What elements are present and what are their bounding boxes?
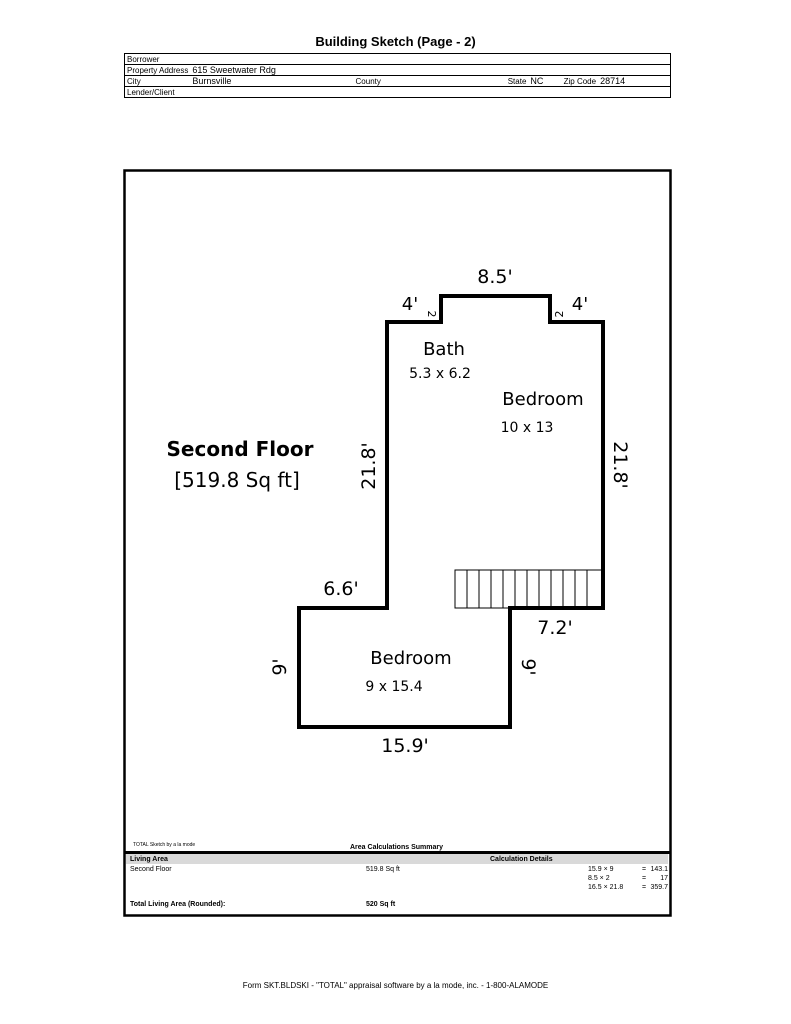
county-value — [501, 75, 506, 87]
city-value: Burnsville — [190, 75, 354, 87]
dim-right: 21.8' — [609, 441, 631, 489]
room-name: Bedroom — [502, 389, 583, 410]
room-size: 5.3 x 6.2 — [409, 366, 471, 382]
dim-left-lower: 9' — [269, 658, 291, 675]
calc-row: 16.5 × 21.8 =359.7 — [588, 884, 668, 891]
summary-header-band — [126, 854, 668, 864]
footer: Form SKT.BLDSKI - "TOTAL" appraisal soft… — [242, 981, 549, 990]
city-label: City — [124, 75, 191, 87]
dim-top: 8.5' — [477, 266, 512, 288]
zip-value: 28714 — [598, 75, 671, 87]
dim-top-left-small: 2 — [425, 311, 438, 318]
room-name: Bedroom — [370, 648, 451, 669]
row-name: Second Floor — [130, 866, 172, 873]
calc-row: 8.5 × 2 = 17 — [588, 875, 668, 882]
floor-area: [519.8 Sq ft] — [174, 468, 300, 492]
calc-equals: = — [642, 866, 647, 873]
sketch-credit: TOTAL Sketch by a la mode — [133, 842, 196, 848]
dim-right-lower: 9' — [517, 658, 539, 675]
calc-expr: 15.9 × 9 — [588, 866, 614, 873]
stairs — [454, 569, 604, 609]
col-calc-details: Calculation Details — [490, 856, 553, 863]
room-name: Bath — [423, 339, 465, 360]
calc-expr: 16.5 × 21.8 — [588, 884, 624, 891]
state-label: State — [505, 75, 529, 87]
calc-value: 17 — [660, 875, 668, 882]
calc-expr: 8.5 × 2 — [588, 875, 610, 882]
address-value: 615 Sweetwater Rdg — [190, 64, 671, 76]
sketch-frame — [123, 169, 672, 917]
room-size: 9 x 15.4 — [365, 679, 422, 695]
borrower-value — [190, 53, 671, 65]
dim-top-left: 4' — [402, 294, 418, 315]
total-value: 520 Sq ft — [366, 901, 396, 908]
dim-bottom: 15.9' — [381, 735, 429, 757]
floor-name: Second Floor — [167, 437, 314, 461]
calc-equals: = — [642, 875, 647, 882]
county-label: County — [353, 75, 502, 87]
calc-equals: = — [642, 884, 647, 891]
dim-left-step: 6.6' — [323, 578, 358, 600]
calc-row: 15.9 × 9 =143.1 — [588, 866, 668, 873]
state-value: NC — [528, 75, 562, 87]
calc-value: 143.1 — [650, 866, 668, 873]
summary-title: Area Calculations Summary — [350, 844, 443, 851]
col-living-area: Living Area — [130, 856, 168, 863]
row-area: 519.8 Sq ft — [366, 866, 400, 873]
lender-label: Lender/Client — [127, 87, 175, 97]
dim-right-step: 7.2' — [537, 617, 572, 639]
zip-label: Zip Code — [561, 75, 599, 87]
page-title: Building Sketch (Page - 2) — [315, 34, 476, 49]
borrower-label: Borrower — [124, 53, 191, 65]
calc-value: 359.7 — [650, 884, 668, 891]
total-label: Total Living Area (Rounded): — [130, 901, 226, 908]
room-size: 10 x 13 — [501, 420, 554, 436]
dim-top-right-small: 2 — [553, 311, 566, 318]
address-label: Property Address — [124, 64, 191, 76]
dim-left-upper: 21.8' — [358, 442, 380, 490]
dim-top-right: 4' — [572, 294, 588, 315]
